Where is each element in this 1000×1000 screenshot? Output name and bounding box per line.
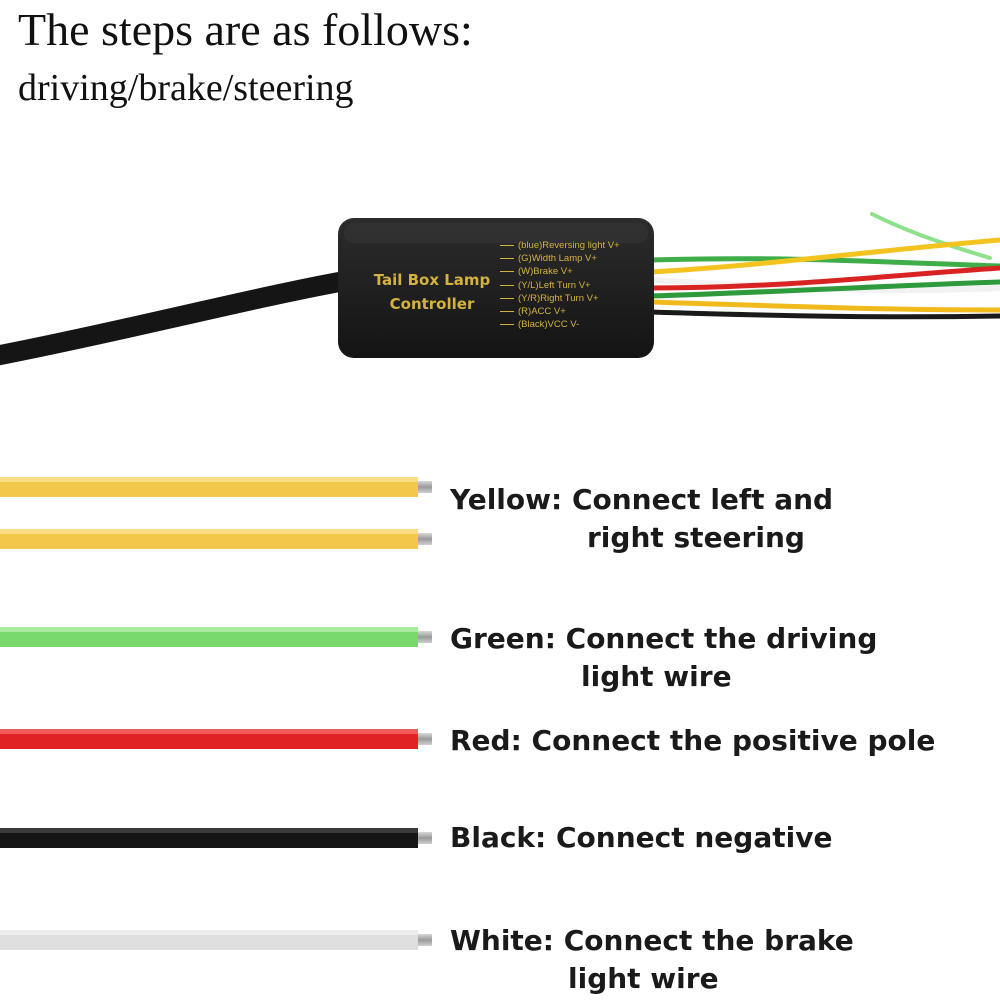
wire-tip (418, 481, 432, 493)
output-wire-black (647, 309, 1000, 320)
output-wire-light-green (870, 212, 992, 260)
black-description-line1: Black: Connect negative (450, 821, 833, 854)
white-description-line2: light wire (568, 962, 719, 995)
controller-box (338, 218, 654, 358)
controller-pin-list: (blue)Reversing light V+ (G)Width Lamp V… (500, 239, 620, 331)
pin-label: (W)Brake V+ (500, 265, 620, 278)
output-wire-yellow-bottom (647, 299, 1000, 313)
output-wire-bundle (647, 212, 1000, 320)
pin-label: (R)ACC V+ (500, 305, 620, 318)
controller-label-line1: Tail Box Lamp (373, 271, 491, 289)
yellow-description: Yellow: Connect left and right steering (450, 481, 833, 557)
green-description: Green: Connect the driving light wire (450, 620, 877, 696)
page-title: The steps are as follows: (18, 4, 473, 55)
pin-label: (G)Width Lamp V+ (500, 252, 620, 265)
sample-wires (0, 477, 432, 950)
yellow-description-line2: right steering (587, 521, 805, 554)
wire-tip (418, 934, 432, 946)
pin-label: (Y/R)Right Turn V+ (500, 292, 620, 305)
page-subtitle: driving/brake/steering (18, 67, 354, 109)
white-description-line1: White: Connect the brake (450, 924, 854, 957)
controller-label-line2: Controller (389, 295, 475, 313)
wire-tip (418, 733, 432, 745)
black-description: Black: Connect negative (450, 819, 832, 857)
green-description-line1: Green: Connect the driving (450, 622, 878, 655)
white-description: White: Connect the brake light wire (450, 922, 854, 998)
red-description: Red: Connect the positive pole (450, 722, 935, 760)
input-cable (0, 270, 360, 366)
wire-tip (418, 631, 432, 643)
green-description-line2: light wire (581, 660, 732, 693)
controller-label: Tail Box Lamp Controller (362, 268, 502, 316)
output-wire-green (647, 256, 1000, 269)
pin-label: (Y/L)Left Turn V+ (500, 279, 620, 292)
output-wire-red (647, 265, 1000, 291)
output-wire-yellow-top (647, 237, 1000, 275)
red-description-line1: Red: Connect the positive pole (450, 724, 936, 757)
wire-tip (418, 832, 432, 844)
wire-tip (418, 533, 432, 545)
pin-label: (blue)Reversing light V+ (500, 239, 620, 252)
pin-label: (Black)VCC V- (500, 318, 620, 331)
output-wire-green-2 (647, 279, 1000, 299)
yellow-description-line1: Yellow: Connect left and (450, 483, 834, 516)
